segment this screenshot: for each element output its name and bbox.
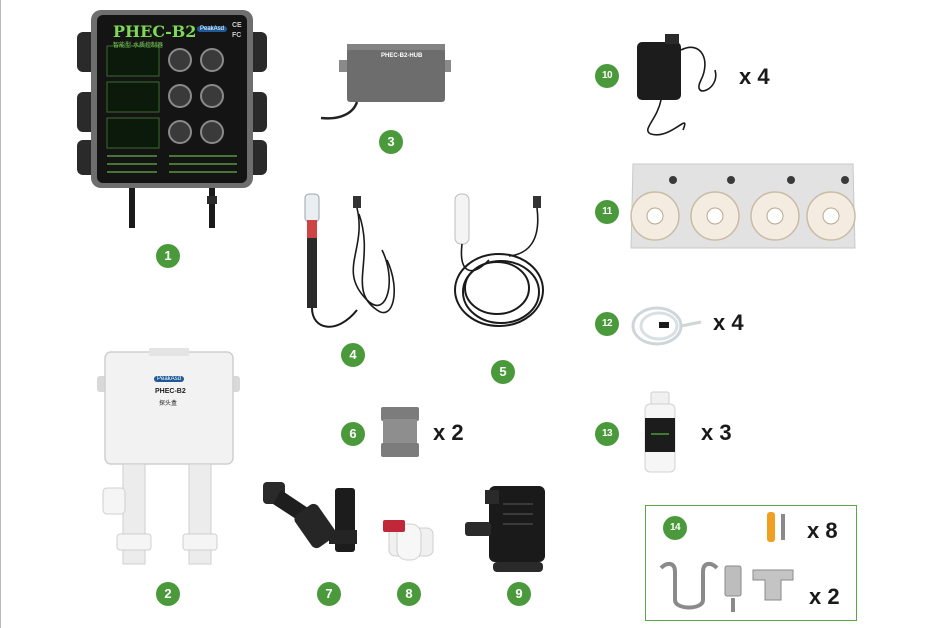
item-number-badge: 10 [595,64,619,88]
controller-unit: PHEC-B2 智能型·水质控制器 PeakAsd CE FC [77,10,267,230]
controller-logo: PeakAsd [197,26,228,32]
item-number-badge: 13 [595,422,619,446]
item-quantity: x 2 [809,584,840,609]
item-number-badge: 5 [491,360,515,384]
ph-probe [297,190,407,345]
item-number-badge: 14 [663,516,687,540]
probe-box-model: PHEC-B2 [155,388,186,395]
controller-brand: PHEC-B2 [113,22,197,41]
ec-probe [449,190,559,345]
sensor-hub-label: PHEC-B2-HUB [381,53,423,59]
dosing-pump-set [625,158,861,260]
item-quantity: x 3 [701,420,732,445]
item-quantity: x 4 [713,310,744,335]
item-number-badge: 9 [507,582,531,606]
mounting-kit-box [645,505,857,621]
probe-box: PeakAsd PHEC-B2 探头盒 [97,348,242,573]
water-pump [463,484,553,576]
item-quantity: x 2 [433,420,464,445]
pipe-coupling [379,405,421,457]
item-number-badge: 4 [341,343,365,367]
controller-cert-fc: FC [232,32,242,39]
wall-anchors [761,510,801,546]
sensor-hub: PHEC-B2-HUB [317,38,457,128]
item-number-badge: 1 [156,244,180,268]
item-number-badge: 11 [595,200,619,224]
calibration-bottle [643,390,677,474]
item-quantity: x 4 [739,64,770,89]
item-number-badge: 12 [595,312,619,336]
item-number-badge: 2 [156,582,180,606]
y-filter [261,478,371,578]
controller-cert-ce: CE [232,22,242,29]
controller-subtitle: 智能型·水质控制器 [113,43,163,49]
mounting-brackets [653,560,803,616]
item-number-badge: 8 [397,582,421,606]
silicone-tubing [629,302,705,348]
probe-box-logo: PeakAsd [154,376,185,382]
ball-valve [381,512,437,568]
item-quantity: x 8 [807,518,838,543]
item-number-badge: 3 [379,130,403,154]
power-adapter [631,30,731,140]
item-number-badge: 7 [317,582,341,606]
probe-box-sub: 探头盒 [159,401,178,407]
item-number-badge: 6 [341,422,365,446]
